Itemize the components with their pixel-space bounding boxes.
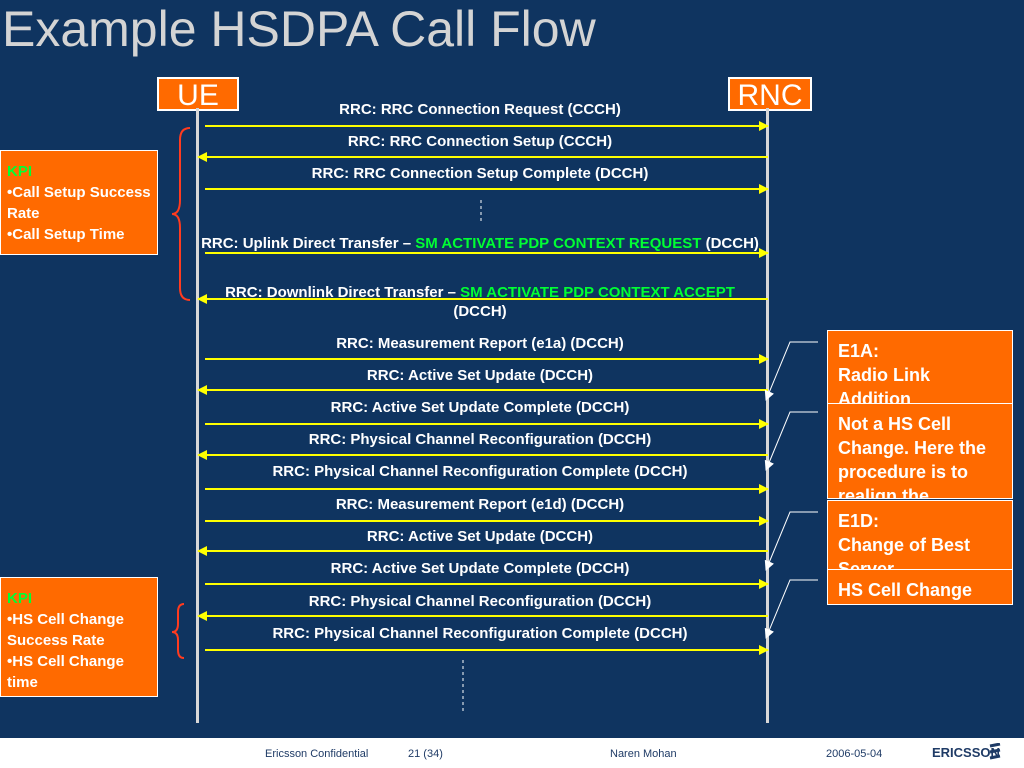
note-e1d: E1D: Change of Best Server: [827, 500, 1013, 575]
slide-title: Example HSDPA Call Flow: [2, 1, 596, 57]
message-label: RRC: Physical Channel Reconfiguration Co…: [200, 624, 760, 643]
note-connector-realign: [764, 411, 818, 471]
message-label: RRC: Active Set Update Complete (DCCH): [200, 398, 760, 417]
footer-page: 21 (34): [408, 748, 443, 760]
kpi-title: KPI: [7, 163, 33, 180]
message-text: RRC: Active Set Update (DCCH): [366, 528, 594, 545]
kpi-item: •HS Cell Change Success Rate: [7, 611, 124, 649]
actor-ue-label: UE: [177, 79, 219, 112]
message-label: RRC: RRC Connection Request (CCCH): [200, 100, 760, 119]
message-label: RRC: Uplink Direct Transfer – SM ACTIVAT…: [200, 234, 760, 253]
message-label: RRC: RRC Connection Setup Complete (DCCH…: [200, 164, 760, 183]
rnc-lifeline: [766, 108, 769, 723]
message-label: RRC: Measurement Report (e1a) (DCCH): [200, 334, 760, 353]
message-text: RRC: RRC Connection Setup (CCCH): [347, 133, 613, 150]
ericsson-logo-text: ERICSSON: [932, 745, 1000, 760]
note-connector-e1a: [764, 341, 818, 401]
message-highlight: SM ACTIVATE PDP CONTEXT ACCEPT: [460, 284, 735, 301]
kpi-item: •HS Cell Change time: [7, 653, 124, 691]
message-text: RRC: Physical Channel Reconfiguration Co…: [272, 463, 688, 480]
kpi-box-hs-cell-change: KPI •HS Cell Change Success Rate •HS Cel…: [0, 577, 158, 697]
message-label: RRC: Active Set Update (DCCH): [200, 527, 760, 546]
message-label: RRC: Downlink Direct Transfer – SM ACTIV…: [200, 283, 760, 321]
message-text: RRC: Physical Channel Reconfiguration (D…: [308, 431, 652, 448]
message-text: RRC: Measurement Report (e1d) (DCCH): [335, 496, 625, 513]
note-not-hs-change: Not a HS Cell Change. Here the procedure…: [827, 403, 1013, 499]
message-label: RRC: RRC Connection Setup (CCCH): [200, 132, 760, 151]
message-text: RRC: Physical Channel Reconfiguration (D…: [308, 593, 652, 610]
note-connector-hs-change: [764, 579, 818, 639]
footer-confidential: Ericsson Confidential: [265, 748, 369, 760]
message-label: RRC: Physical Channel Reconfiguration (D…: [200, 430, 760, 449]
message-label: RRC: Active Set Update Complete (DCCH): [200, 559, 760, 578]
actor-ue: UE: [157, 77, 239, 112]
actor-rnc-label: RNC: [737, 79, 803, 112]
footer-date: 2006-05-04: [826, 748, 883, 760]
footer-author: Naren Mohan: [610, 748, 677, 760]
actor-rnc: RNC: [728, 77, 812, 112]
message-text: RRC: Active Set Update (DCCH): [366, 367, 594, 384]
kpi-item: •Call Setup Success Rate: [7, 184, 151, 222]
message-text: RRC: Active Set Update Complete (DCCH): [330, 399, 630, 416]
kpi-item: •Call Setup Time: [7, 226, 125, 243]
footer: Ericsson Confidential 21 (34) Naren Moha…: [0, 738, 1024, 768]
message-label: RRC: Measurement Report (e1d) (DCCH): [200, 495, 760, 514]
ericsson-logo-icon: [989, 743, 1001, 760]
note-connector-e1d: [764, 511, 818, 571]
message-label: RRC: Physical Channel Reconfiguration (D…: [200, 592, 760, 611]
message-label: RRC: Active Set Update (DCCH): [200, 366, 760, 385]
message-suffix: (DCCH): [701, 235, 759, 252]
kpi-title: KPI: [7, 590, 33, 607]
message-text: RRC: Physical Channel Reconfiguration Co…: [272, 625, 688, 642]
message-text: RRC: Downlink Direct Transfer –: [225, 284, 461, 301]
kpi-brace-bottom: [171, 603, 185, 659]
message-highlight: SM ACTIVATE PDP CONTEXT REQUEST: [415, 235, 702, 252]
message-text: RRC: RRC Connection Setup Complete (DCCH…: [311, 165, 649, 182]
note-hs-cell-change: HS Cell Change: [827, 569, 1013, 605]
message-label: RRC: Physical Channel Reconfiguration Co…: [200, 462, 760, 481]
message-text: RRC: Measurement Report (e1a) (DCCH): [336, 335, 624, 352]
message-text: RRC: Uplink Direct Transfer –: [201, 235, 416, 252]
message-text: RRC: Active Set Update Complete (DCCH): [330, 560, 630, 577]
message-suffix: (DCCH): [453, 303, 507, 320]
ue-lifeline: [196, 108, 199, 723]
message-text: RRC: RRC Connection Request (CCCH): [339, 101, 621, 118]
kpi-box-call-setup: KPI •Call Setup Success Rate •Call Setup…: [0, 150, 158, 255]
kpi-brace-top: [171, 127, 191, 301]
